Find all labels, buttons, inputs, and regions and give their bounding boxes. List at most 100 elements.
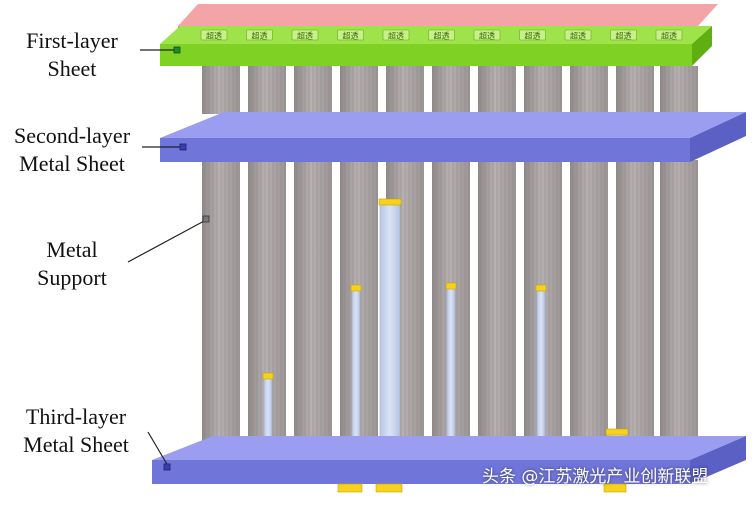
leader-metal-support	[127, 219, 207, 263]
label-metal-support: Metal Support	[12, 236, 132, 292]
chip: 超透	[610, 29, 637, 41]
label-metal-support-line2: Support	[37, 265, 107, 290]
marker-second-layer	[179, 143, 187, 151]
chip-label: 超透	[434, 31, 450, 41]
chip: 超透	[519, 29, 546, 41]
chip-body	[337, 29, 364, 41]
solder-pads	[337, 483, 627, 493]
second-layer-metal-sheet	[160, 112, 746, 162]
chip: 超透	[382, 29, 410, 41]
label-second-layer-line2: Metal Sheet	[19, 151, 125, 176]
label-second-layer: Second-layer Metal Sheet	[0, 122, 144, 178]
post-stripes	[616, 160, 654, 456]
metal-support-upper	[386, 66, 424, 114]
chip-body	[655, 29, 683, 41]
post-stripes	[432, 66, 470, 114]
metal-support-upper	[524, 66, 562, 114]
chip: 超透	[200, 29, 228, 41]
metal-supports-upper	[202, 66, 698, 114]
post-stripes	[248, 66, 286, 114]
chip-label: 超透	[388, 31, 404, 41]
post-stripes	[202, 66, 240, 114]
solder-cap	[535, 284, 547, 292]
capillary-tube	[262, 372, 274, 455]
label-first-layer-line1: First-layer	[26, 28, 118, 53]
solder-pad	[375, 483, 403, 493]
solder-cap	[378, 198, 402, 206]
metal-support-upper	[616, 66, 654, 114]
chip-label: 超透	[616, 31, 632, 41]
metal-support	[248, 160, 286, 456]
chip: 超透	[428, 29, 455, 41]
post-stripes	[570, 160, 608, 456]
post-stripes	[570, 66, 608, 114]
solder-cap	[350, 284, 362, 292]
third-layer-metal-sheet	[152, 436, 746, 484]
capillary-tube	[350, 284, 362, 455]
marker-third-layer	[163, 463, 171, 471]
chip-body	[564, 29, 592, 41]
solder-cap	[262, 372, 274, 380]
chip: 超透	[564, 29, 592, 41]
third-sheet-front	[152, 460, 690, 484]
chip-body	[519, 29, 546, 41]
solder-pad	[603, 483, 627, 493]
capillary-tube	[378, 198, 402, 455]
post-stripes	[524, 66, 562, 114]
capillary-body	[379, 203, 401, 455]
metal-support-upper	[340, 66, 378, 114]
label-first-layer: First-layer Sheet	[8, 27, 136, 83]
post-stripes	[616, 66, 654, 114]
chip-body	[382, 29, 410, 41]
third-sheet-top	[152, 436, 746, 460]
green-sheet-front	[160, 44, 692, 66]
chip-label: 超透	[479, 31, 495, 41]
leader-lines	[127, 46, 210, 471]
metal-support	[202, 160, 240, 456]
marker-metal-support	[202, 215, 210, 223]
chip-label: 超透	[252, 31, 268, 41]
chip-body	[291, 29, 319, 41]
first-layer-sheet: 超透 超透 超透 超透 超透 超透 超透 超透 超透 超透 超透	[160, 4, 718, 66]
metal-support-upper	[248, 66, 286, 114]
chip-body	[610, 29, 637, 41]
chip-label: 超透	[297, 31, 313, 41]
green-sheet-side	[692, 26, 712, 66]
post-stripes	[478, 66, 516, 114]
metal-support-upper	[202, 66, 240, 114]
chip-label: 超透	[525, 31, 541, 41]
chip-label: 超透	[661, 31, 677, 41]
third-sheet-side	[690, 436, 746, 484]
capillary-body	[351, 289, 361, 455]
metal-support-upper	[660, 66, 698, 114]
metal-support-upper	[432, 66, 470, 114]
chip-label: 超透	[206, 31, 222, 41]
post-stripes	[294, 66, 332, 114]
capillary-tube	[445, 282, 457, 455]
capillary-tube	[535, 284, 547, 455]
label-second-layer-line1: Second-layer	[13, 123, 131, 148]
label-third-layer-line2: Metal Sheet	[23, 432, 129, 457]
capillary-body	[446, 287, 456, 455]
chip-label: 超透	[343, 31, 359, 41]
metal-support	[570, 160, 608, 456]
chip: 超透	[246, 29, 273, 41]
solder-cap	[605, 428, 629, 436]
label-metal-support-line1: Metal	[46, 237, 98, 262]
post-stripes	[340, 66, 378, 114]
solder-cap	[445, 282, 457, 290]
post-stripes	[294, 160, 332, 456]
post-stripes	[660, 66, 698, 114]
second-sheet-top	[160, 112, 746, 138]
post-stripes	[478, 160, 516, 456]
pink-layer-top	[178, 4, 718, 26]
solder-pad	[337, 483, 363, 493]
capillary-body	[536, 289, 546, 455]
metal-support-upper	[478, 66, 516, 114]
second-sheet-front	[160, 138, 690, 162]
chip-body	[246, 29, 273, 41]
chip-body	[428, 29, 455, 41]
metal-support	[660, 160, 698, 456]
